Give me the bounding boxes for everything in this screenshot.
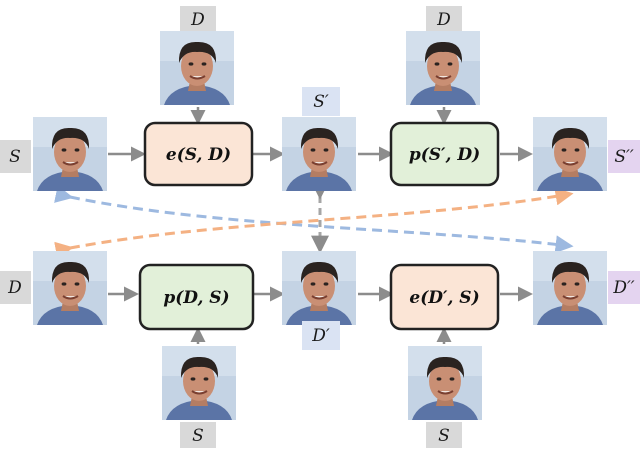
tag-top-driving-left: D bbox=[180, 6, 216, 31]
predict-box-top: p(S′, D) bbox=[389, 121, 500, 187]
tag-top-source: S bbox=[0, 140, 31, 173]
face-bottom-d-double-prime bbox=[532, 250, 608, 326]
predict-box-bottom: p(D, S) bbox=[138, 263, 255, 331]
tag-bottom-source-right: S bbox=[426, 422, 462, 448]
tag-top-s-prime: S′ bbox=[302, 87, 340, 116]
tag-top-driving-right: D bbox=[426, 6, 462, 31]
svg-text:D: D bbox=[7, 278, 22, 298]
top-row-arrows bbox=[108, 107, 533, 162]
tag-top-s-double-prime: S′′ bbox=[608, 140, 640, 173]
face-top-driving-left bbox=[159, 30, 235, 106]
face-top-driving-right bbox=[405, 30, 481, 106]
tag-bottom-d-double-prime: D′′ bbox=[608, 271, 640, 304]
face-bottom-d-prime bbox=[281, 250, 357, 326]
tag-bottom-source: D bbox=[0, 271, 31, 304]
predict-box-bottom-label: p(D, S) bbox=[163, 288, 229, 308]
face-top-s-double-prime bbox=[532, 116, 608, 192]
bottom-row-arrows bbox=[108, 286, 533, 344]
svg-text:S′: S′ bbox=[313, 92, 329, 112]
svg-text:D′: D′ bbox=[311, 326, 330, 346]
encode-box-top: e(S, D) bbox=[143, 121, 254, 187]
encode-box-top-label: e(S, D) bbox=[166, 145, 231, 165]
svg-text:S: S bbox=[192, 426, 204, 446]
tag-bottom-d-prime: D′ bbox=[302, 321, 340, 350]
svg-text:S: S bbox=[9, 147, 21, 167]
tag-bottom-source-left: S bbox=[180, 422, 216, 448]
predict-box-top-label: p(S′, D) bbox=[409, 145, 480, 165]
dashed-arrow-orange bbox=[54, 187, 574, 260]
face-top-source bbox=[32, 116, 108, 192]
face-bottom-source-left bbox=[161, 345, 237, 421]
encode-box-bottom: e(D′, S) bbox=[389, 263, 500, 331]
svg-text:S′′: S′′ bbox=[614, 147, 634, 167]
svg-text:D′′: D′′ bbox=[612, 278, 634, 298]
face-bottom-source bbox=[32, 250, 108, 326]
face-top-s-prime bbox=[281, 116, 357, 192]
svg-text:D: D bbox=[436, 10, 451, 30]
face-bottom-source-right bbox=[407, 345, 483, 421]
svg-text:D: D bbox=[190, 10, 205, 30]
encode-box-bottom-label: e(D′, S) bbox=[409, 288, 479, 308]
svg-text:S: S bbox=[438, 426, 450, 446]
